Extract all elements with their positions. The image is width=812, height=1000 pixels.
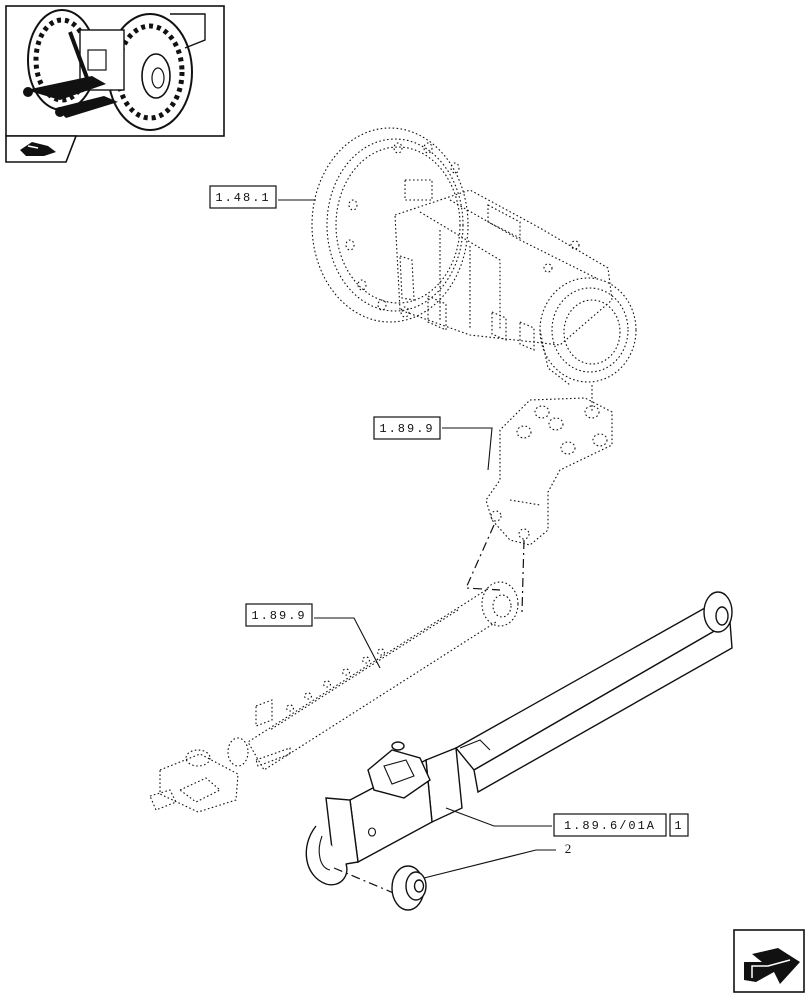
final-drive-housing [311, 127, 637, 386]
callout-upper-link-label: 1.89.9 [251, 609, 306, 623]
callout-lower-link-ref-label: 1.89.6/01A [564, 819, 656, 833]
callout-upper-link[interactable]: 1.89.9 [245, 603, 313, 627]
tractor-flag-icon [5, 135, 78, 163]
assembly-line-hook-to-ball [333, 867, 397, 895]
flange-bolt-holes [345, 142, 460, 318]
next-page-arrow-icon[interactable] [733, 929, 805, 993]
callout-bracket[interactable]: 1.89.9 [373, 416, 441, 440]
tractor-thumbnail[interactable] [5, 5, 225, 137]
hitch-ball [391, 865, 427, 911]
callout-lower-link-item-label: 1 [674, 819, 683, 833]
callout-ball-item-label: 2 [565, 841, 572, 856]
tractor-rear-wheel-icon [23, 9, 206, 131]
upper-link-bracket [485, 397, 613, 546]
callout-final-drive-housing-label: 1.48.1 [215, 191, 270, 205]
upper-link [149, 581, 519, 813]
assembly-line-bracket-to-link [465, 524, 501, 591]
lower-link [305, 591, 733, 886]
callout-lower-link[interactable]: 1.89.6/01A 1 [553, 813, 689, 837]
callout-bracket-label: 1.89.9 [379, 422, 434, 436]
callout-final-drive-housing[interactable]: 1.48.1 [209, 185, 277, 209]
